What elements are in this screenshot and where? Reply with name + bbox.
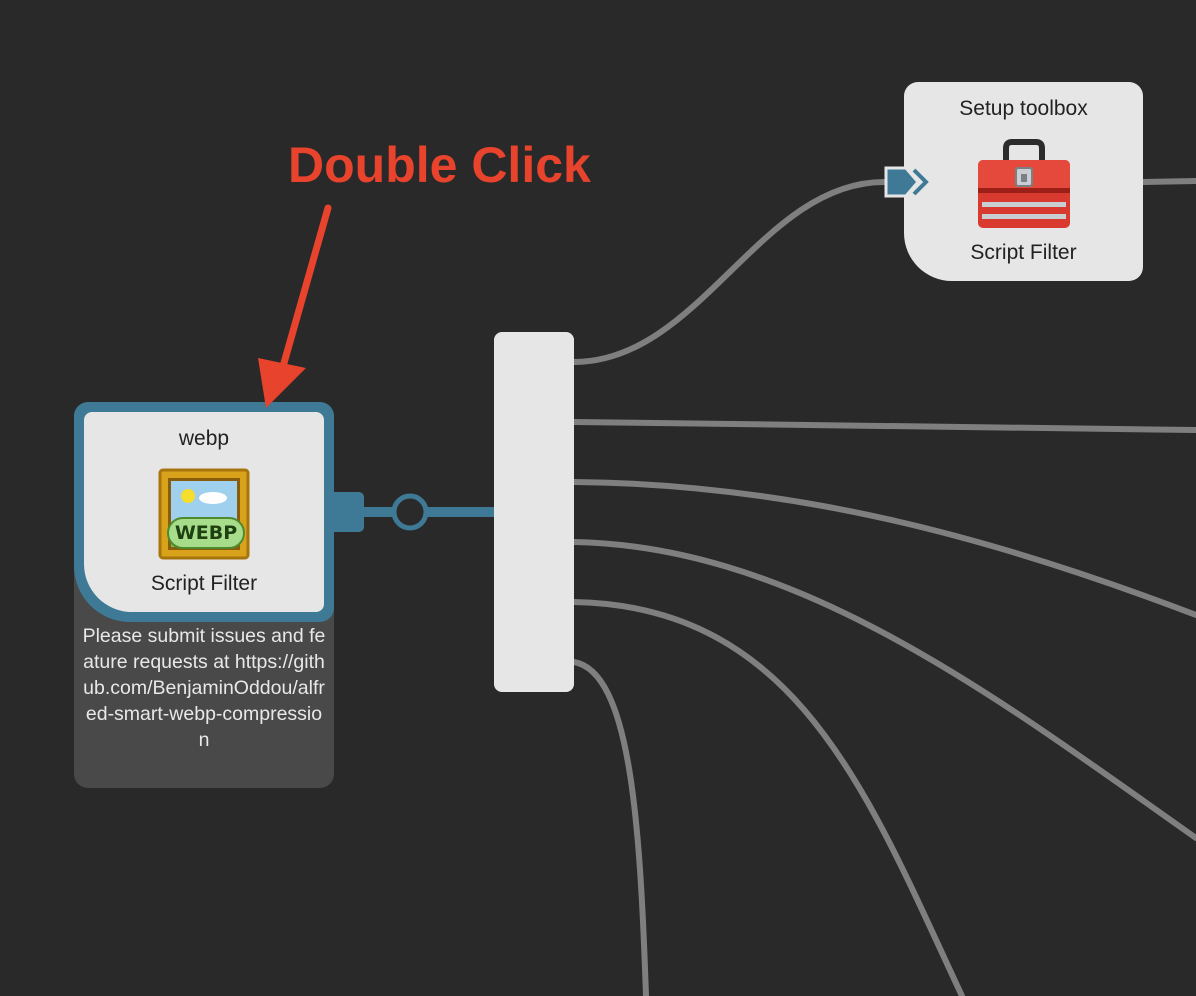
- node-input-connector[interactable]: [884, 166, 930, 198]
- node-webp-card[interactable]: webp WEBP Script Filter: [84, 412, 324, 612]
- wire-out-1[interactable]: [571, 419, 1196, 433]
- wire-setup-toolbox-out[interactable]: [1140, 178, 1196, 185]
- toolbox-icon: [976, 138, 1072, 230]
- node-setup-toolbox[interactable]: Setup toolbox Script Filter: [904, 82, 1143, 281]
- wire-out-2[interactable]: [571, 479, 1196, 618]
- webp-image-icon: WEBP: [158, 468, 250, 560]
- annotation-label: Double Click: [288, 137, 591, 193]
- junction-splitter[interactable]: [494, 332, 574, 692]
- wire-out-3[interactable]: [571, 539, 1196, 841]
- wire-midpoint-handle[interactable]: [391, 493, 429, 531]
- node-title: webp: [178, 427, 230, 450]
- annotation-arrow-icon: [258, 204, 332, 408]
- node-webp[interactable]: webp WEBP Script Filter Please su: [74, 402, 334, 788]
- webp-badge-text: WEBP: [175, 522, 237, 544]
- node-note: Please submit issues and feature request…: [82, 625, 326, 751]
- node-title: Setup toolbox: [959, 97, 1088, 120]
- node-type-label: Script Filter: [970, 241, 1077, 264]
- node-selection-outline[interactable]: webp WEBP Script Filter: [74, 402, 334, 622]
- node-type-label: Script Filter: [150, 572, 258, 595]
- wire-to-setup-toolbox[interactable]: [571, 179, 887, 365]
- node-output-connector[interactable]: [332, 492, 364, 532]
- wire-out-4[interactable]: [571, 599, 965, 996]
- wire-out-5[interactable]: [571, 659, 649, 996]
